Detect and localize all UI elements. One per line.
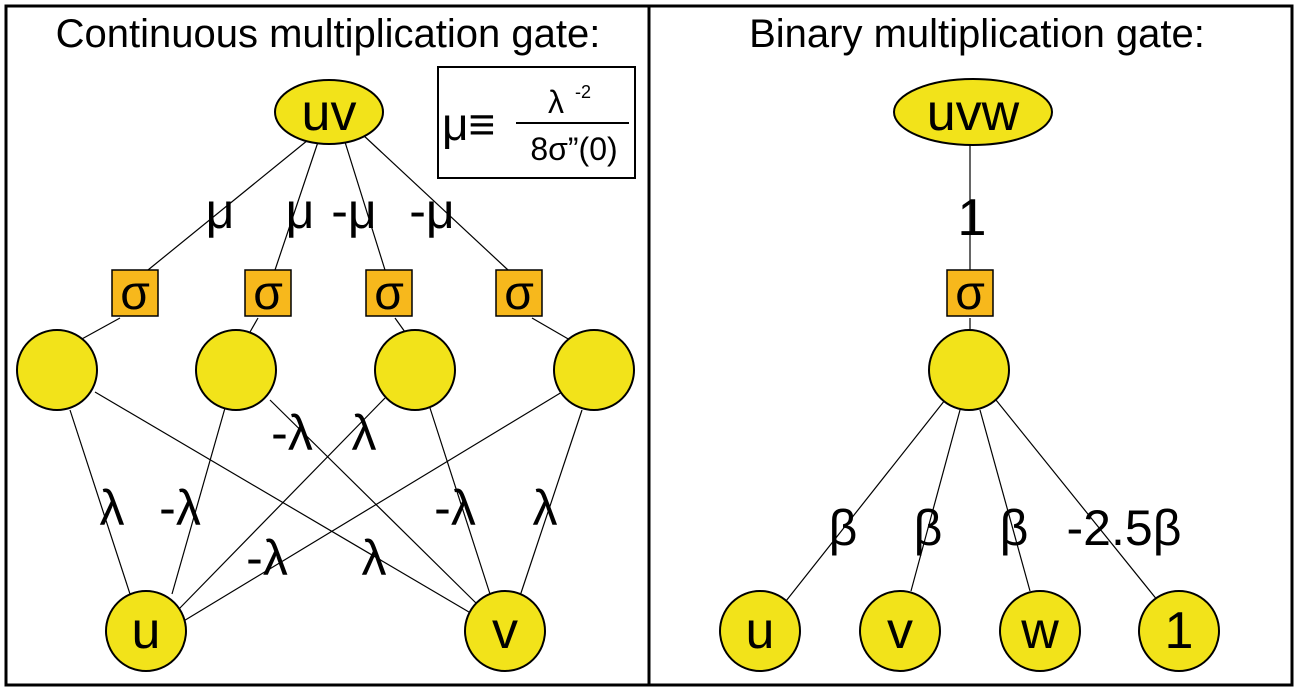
left-side-weight-3: -λ — [434, 480, 476, 536]
right-input-node-v-label: v — [887, 602, 913, 660]
right-panel-frame — [647, 4, 1294, 687]
left-input-node-u-label: u — [132, 602, 161, 660]
right-output-weight: 1 — [958, 189, 987, 247]
right-input-node-u — [719, 590, 801, 672]
left-input-node-v-label: v — [492, 602, 518, 660]
mu-definition-box: μ≡ λ -2 8σ”(0) — [437, 66, 636, 179]
left-sigma-box-3: σ — [365, 267, 413, 320]
left-cross-weight-2: λ — [352, 405, 377, 461]
left-sigma-label-4: σ — [504, 267, 534, 320]
left-output-weight-3: -μ — [331, 183, 376, 239]
left-output-edges — [147, 133, 509, 271]
left-side-weight-1: λ — [100, 480, 125, 536]
left-input-edges — [69, 391, 583, 623]
output-node-uvw-label: uvw — [927, 84, 1020, 142]
formula-numerator: λ — [548, 84, 564, 120]
left-hidden-node-2 — [195, 329, 277, 411]
right-input-node-v — [859, 590, 941, 672]
left-side-weight-4: λ — [533, 480, 558, 536]
left-output-weight-2: μ — [286, 183, 315, 239]
left-sigma-box-1: σ — [111, 267, 159, 320]
right-panel-title: Binary multiplication gate: — [749, 12, 1205, 56]
left-input-node-u — [105, 590, 187, 672]
right-input-weight-2: β — [914, 500, 943, 556]
right-input-node-w-label: w — [1020, 602, 1059, 660]
left-sigma-box-2: σ — [244, 267, 292, 320]
left-output-weight-1: μ — [206, 183, 235, 239]
left-bottom-weight-1: -λ — [246, 530, 288, 586]
left-bottom-weight-2: λ — [362, 530, 387, 586]
left-sigma-label-2: σ — [253, 267, 283, 320]
left-output-weight-4: -μ — [409, 183, 454, 239]
left-hidden-node-3 — [374, 329, 456, 411]
left-side-weight-2: -λ — [159, 480, 201, 536]
output-node-uvw — [893, 78, 1053, 146]
output-node-uv — [274, 79, 384, 145]
right-input-node-one-label: 1 — [1165, 602, 1194, 660]
right-sigma-box: σ — [946, 267, 994, 320]
left-sigma-label-3: σ — [374, 267, 404, 320]
output-node-uv-label: uv — [302, 84, 357, 142]
left-hidden-node-4 — [553, 329, 635, 411]
right-input-weight-1: β — [829, 500, 858, 556]
formula-numerator-exponent: -2 — [575, 82, 591, 102]
left-sigma-box-4: σ — [495, 267, 543, 320]
left-cross-weight-1: -λ — [271, 405, 313, 461]
formula-denominator: 8σ”(0) — [530, 131, 617, 167]
left-input-node-v — [464, 590, 546, 672]
formula-lhs: μ≡ — [442, 98, 495, 150]
right-input-weight-3: β — [1000, 500, 1029, 556]
right-hidden-node — [928, 329, 1010, 411]
right-input-node-one — [1138, 590, 1220, 672]
left-sigma-label-1: σ — [120, 267, 150, 320]
left-sigma-edges — [79, 317, 571, 341]
right-input-node-u-label: u — [746, 602, 775, 660]
right-sigma-label: σ — [955, 267, 985, 320]
right-input-weight-4: -2.5β — [1067, 500, 1182, 556]
right-input-node-w — [999, 590, 1081, 672]
left-hidden-node-1 — [16, 329, 98, 411]
right-edges — [785, 144, 1159, 602]
left-panel-title: Continuous multiplication gate: — [56, 12, 601, 56]
